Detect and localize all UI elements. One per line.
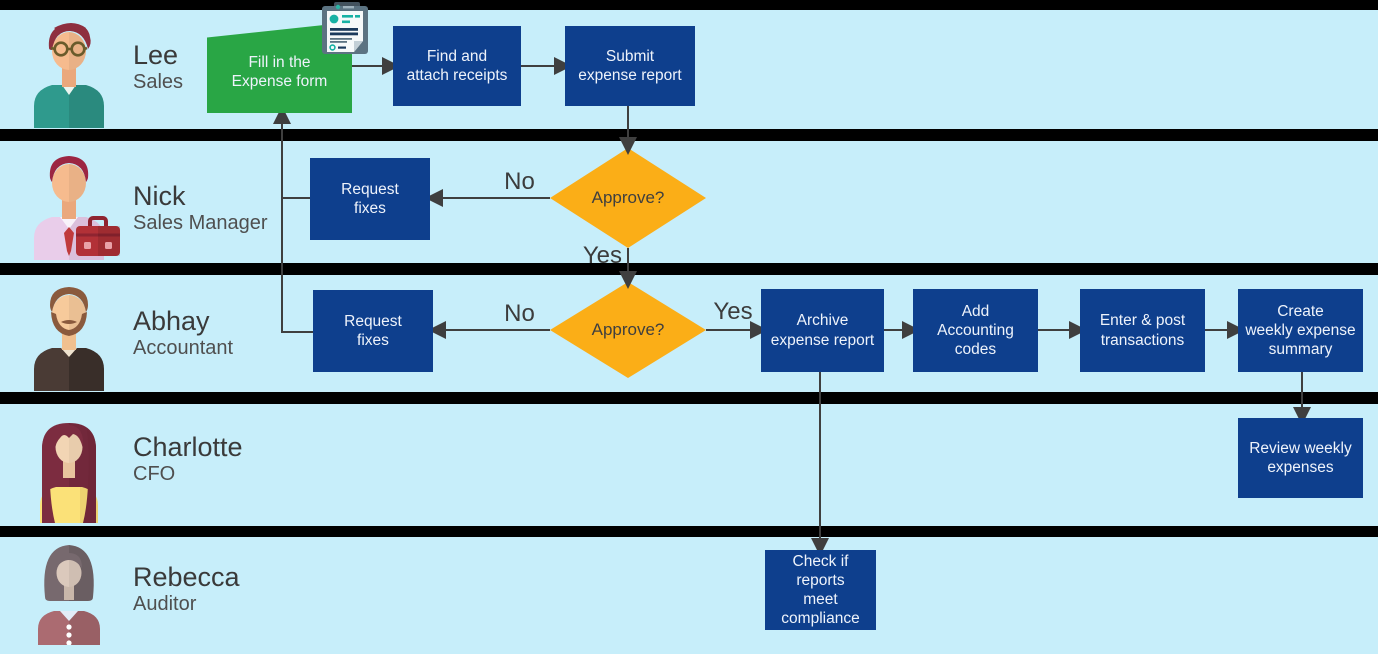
persona-role: Auditor — [133, 593, 197, 616]
expense-form-icon — [318, 2, 375, 56]
edge-label-yes-accountant: Yes — [713, 298, 753, 325]
node-review-weekly-expenses[interactable]: Review weekly expenses — [1238, 418, 1363, 498]
node-check-reports-compliance[interactable]: Check if reports meet compliance — [765, 550, 876, 630]
avatar-lee — [24, 18, 136, 128]
persona-role: Accountant — [133, 337, 234, 360]
persona-charlotte: Charlotte CFO — [133, 432, 243, 486]
edge-label-no-accountant: No — [504, 300, 535, 327]
node-create-weekly-expense-summary[interactable]: Create weekly expense summary — [1238, 289, 1363, 372]
node-request-fixes-accountant[interactable]: Request fixes — [313, 290, 433, 372]
node-submit-expense-report[interactable]: Submit expense report — [565, 26, 695, 106]
persona-abhay: Abhay Accountant — [133, 306, 233, 360]
persona-nick: Nick Sales Manager — [133, 181, 268, 235]
decision-approve-accountant[interactable]: Approve? — [591, 320, 665, 339]
lane-divider — [0, 263, 1378, 275]
persona-role: Sales — [133, 71, 184, 94]
edge-label-yes-manager: Yes — [582, 242, 622, 269]
edge-label-no-manager: No — [504, 168, 535, 195]
persona-rebecca: Rebecca Auditor — [133, 562, 240, 616]
lane-divider — [0, 129, 1378, 141]
lane-divider — [0, 526, 1378, 537]
avatar-rebecca — [24, 535, 136, 646]
node-request-fixes-manager[interactable]: Request fixes — [310, 158, 430, 240]
lane-divider — [0, 392, 1378, 404]
persona-name: Nick — [133, 181, 186, 211]
persona-name: Charlotte — [133, 432, 243, 462]
persona-role: Sales Manager — [133, 212, 268, 235]
node-enter-post-transactions[interactable]: Enter & post transactions — [1080, 289, 1205, 372]
avatar-abhay — [24, 281, 136, 391]
persona-role: CFO — [133, 463, 176, 486]
persona-name: Rebecca — [133, 562, 240, 592]
persona-lee: Lee Sales — [133, 40, 183, 94]
persona-name: Lee — [133, 40, 179, 70]
persona-name: Abhay — [133, 306, 210, 336]
node-add-accounting-codes[interactable]: Add Accounting codes — [913, 289, 1038, 372]
node-find-attach-receipts[interactable]: Find and attach receipts — [393, 26, 521, 106]
node-archive-expense-report[interactable]: Archive expense report — [761, 289, 884, 372]
avatar-charlotte — [24, 413, 136, 523]
avatar-nick — [24, 150, 136, 260]
decision-approve-manager[interactable]: Approve? — [591, 188, 665, 207]
lane-divider — [0, 0, 1378, 10]
